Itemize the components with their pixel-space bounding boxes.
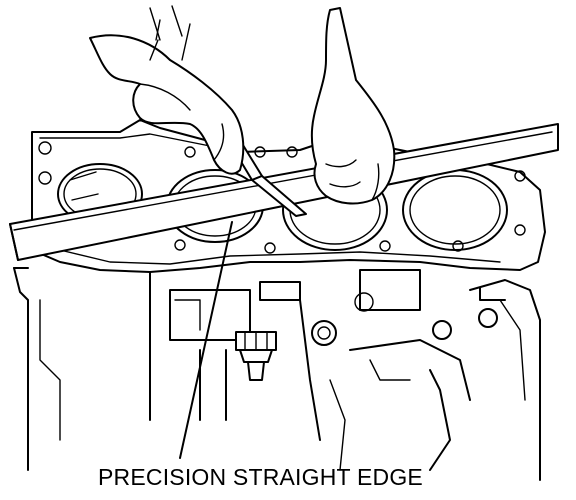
block-fitting [235, 331, 277, 381]
right-hand [310, 7, 396, 205]
straight-edge-callout-label: PRECISION STRAIGHT EDGE [98, 464, 423, 490]
lower-block-body [13, 267, 541, 481]
left-hand [89, 5, 245, 175]
callout-leader-line [179, 221, 233, 459]
